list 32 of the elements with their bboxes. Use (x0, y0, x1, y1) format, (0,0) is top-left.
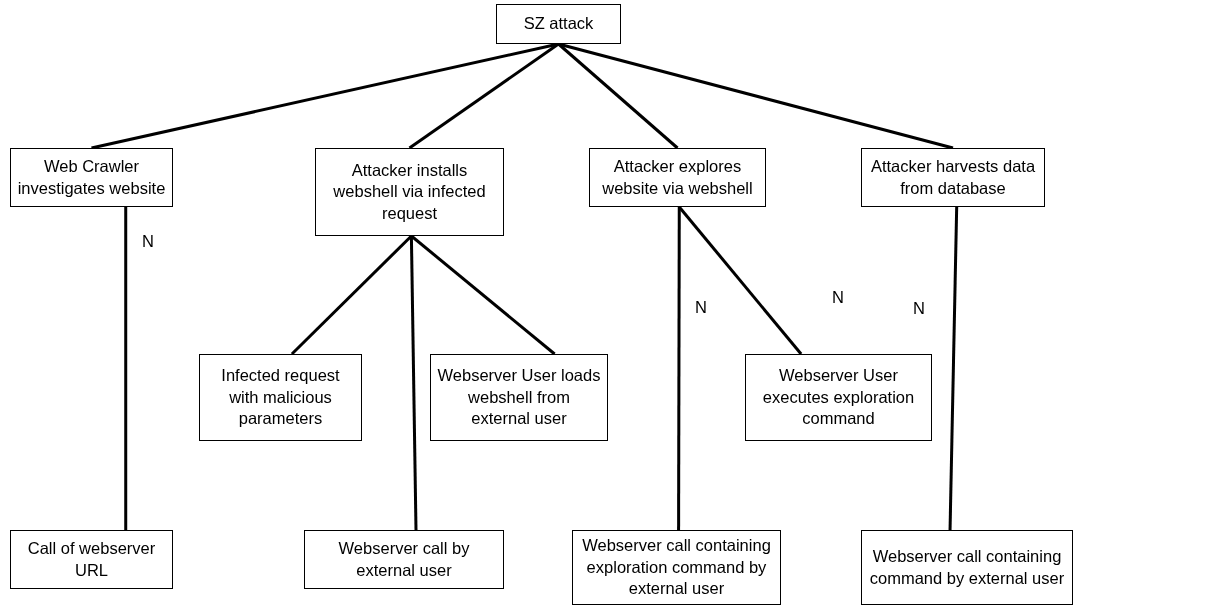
connector-line (409, 235, 418, 531)
connector-line (410, 234, 556, 356)
process-box (861, 148, 1045, 207)
box-label: Webserver User executes exploration command (761, 365, 916, 430)
process-box (430, 354, 608, 441)
box-label: Attacker explores website via webshell (601, 156, 754, 199)
process-box (745, 354, 932, 441)
box-label: Attacker harvests data from database (869, 156, 1037, 199)
connector-line (677, 207, 681, 530)
connector-line (290, 234, 413, 356)
box-label: Webserver call containing exploration command by external user (581, 535, 772, 600)
process-box (199, 354, 362, 441)
process-box (304, 530, 504, 589)
box-label: SZ attack (523, 13, 594, 35)
process-box (861, 530, 1073, 605)
connector-line (408, 42, 560, 150)
process-box (496, 4, 621, 44)
process-box (589, 148, 766, 207)
process-box (10, 148, 173, 207)
process-box (315, 148, 504, 236)
box-label: Attacker installs webshell via infected request (332, 159, 487, 224)
connector-line (124, 207, 128, 530)
box-label: Webserver call by external user (337, 538, 471, 581)
connector-line (678, 206, 803, 355)
process-box (572, 530, 781, 605)
process-box (10, 530, 173, 589)
box-label: Webserver User loads webshell from external user (437, 365, 601, 430)
connector-line (948, 206, 959, 531)
box-label: Call of webserver URL (26, 538, 157, 581)
box-label: Infected request with malicious parameters (220, 365, 341, 430)
box-label: Webserver call containing command by external user (868, 546, 1066, 589)
box-label: Web Crawler investigates website (17, 156, 166, 199)
